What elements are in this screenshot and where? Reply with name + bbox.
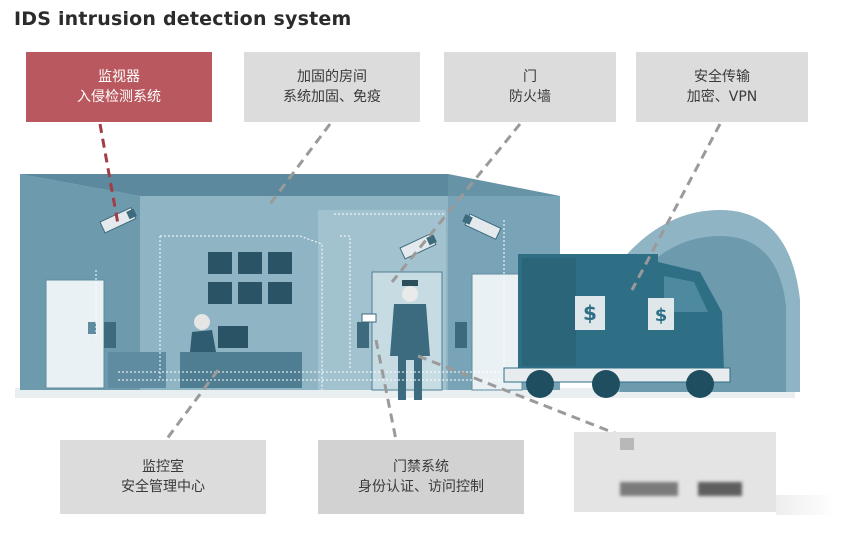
label-monitor-line2: 入侵检测系统 <box>77 89 161 105</box>
dollar-sign-icon <box>575 296 605 330</box>
label-room-line1: 加固的房间 <box>297 69 367 85</box>
security-camera-icon-2 <box>399 232 437 260</box>
label-monitor-ids: 监视器 入侵检测系统 <box>26 52 212 122</box>
label-transport-line1: 安全传输 <box>694 69 750 85</box>
label-transport-line2: 加密、VPN <box>686 89 758 105</box>
label-access-control: 门禁系统 身份认证、访问控制 <box>318 440 524 514</box>
diagram-title: IDS intrusion detection system <box>14 8 352 30</box>
label-control-room: 监控室 安全管理中心 <box>60 440 266 514</box>
monitor-wall-icon <box>208 252 292 304</box>
redacted-text-2 <box>698 482 742 496</box>
security-camera-icon-3 <box>462 213 502 240</box>
truck-wheel-1 <box>526 370 554 398</box>
side-desk <box>108 352 166 388</box>
label-access-line2: 身份认证、访问控制 <box>358 479 484 495</box>
label-door-line1: 门 <box>523 69 537 85</box>
connector-access <box>374 339 398 441</box>
redacted-label-box <box>574 432 776 512</box>
dollar-sign-icon-2 <box>648 298 674 330</box>
label-monitor-line1: 监视器 <box>98 69 140 85</box>
badge-reader-center <box>357 322 369 348</box>
label-control-room-line2: 安全管理中心 <box>121 479 205 495</box>
badge-reader-left <box>104 322 116 348</box>
label-door-line2: 防火墙 <box>509 89 551 105</box>
connector-blurred <box>417 354 623 438</box>
connector-door <box>390 123 522 283</box>
armored-truck: $ $ <box>503 254 731 398</box>
badge-reader-right <box>455 322 467 348</box>
redacted-text-1 <box>620 482 678 496</box>
control-desk <box>180 352 302 388</box>
label-access-line1: 门禁系统 <box>393 459 449 475</box>
operator-head <box>194 314 210 330</box>
redacted-fade <box>776 495 836 515</box>
truck-wheel-3 <box>686 370 714 398</box>
label-door-firewall: 门 防火墙 <box>444 52 616 122</box>
wiring <box>95 213 560 390</box>
guard-icon <box>390 280 430 400</box>
redacted-mark <box>620 438 634 450</box>
operator-body <box>190 330 216 352</box>
label-control-room-line1: 监控室 <box>142 459 184 475</box>
building <box>20 174 560 400</box>
label-hardened-room: 加固的房间 系统加固、免疫 <box>244 52 420 122</box>
label-room-line2: 系统加固、免疫 <box>283 89 381 105</box>
connector-room <box>268 123 332 205</box>
truck-wheel-2 <box>592 370 620 398</box>
computer-monitor-icon <box>218 326 248 348</box>
dollar-sign-1: $ <box>583 301 597 325</box>
dollar-sign-2: $ <box>655 305 668 326</box>
connector-lines <box>98 123 722 441</box>
connector-monitor <box>98 123 120 225</box>
label-secure-transport: 安全传输 加密、VPN <box>636 52 808 122</box>
connector-transport <box>630 123 722 291</box>
